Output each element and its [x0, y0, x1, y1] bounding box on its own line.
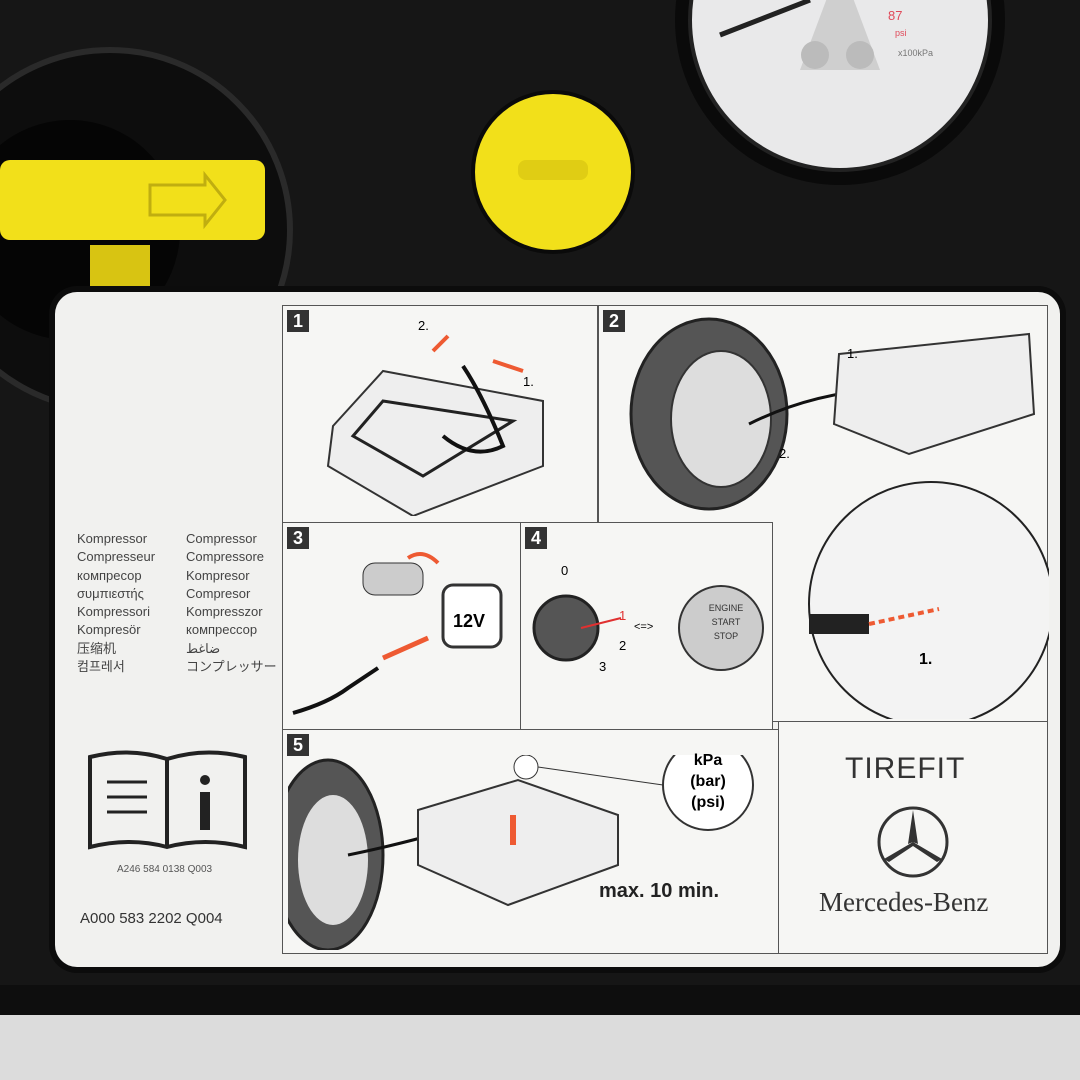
tire-connection-illustration: [629, 317, 1049, 719]
lang-item: ضاغط: [186, 640, 221, 656]
step-4-panel: 4 0 1 2 3 <=> ENGINE START STOP: [520, 522, 773, 730]
power-plug-illustration: [292, 552, 503, 715]
brand-panel: TIREFIT Mercedes-Benz: [778, 721, 1048, 954]
part-number: A000 583 2202 Q004: [80, 910, 223, 927]
unit: kPa: [693, 752, 723, 769]
language-list-left: Kompressor Compresseur компресор συμπιεσ…: [77, 530, 155, 676]
lang-item: компрессор: [186, 622, 258, 638]
manual-info-icon: [88, 750, 247, 850]
ignition-illustration: [532, 585, 764, 671]
gauge-scale: x100kPa: [898, 48, 934, 58]
pressure-gauge: [675, 0, 1005, 185]
step-number: 4: [525, 527, 547, 549]
callout: 1.: [523, 374, 534, 389]
callout: 1.: [847, 346, 858, 361]
lang-item: Kompressor: [77, 531, 148, 546]
gauge-unit: psi: [895, 28, 907, 38]
lang-item: 컴프레서: [77, 659, 125, 675]
lang-item: компресор: [77, 567, 142, 583]
ignition-position: 1: [619, 608, 627, 623]
step-5-panel: 5 kPa (bar) (psi) max. 10 min.: [282, 729, 779, 954]
ignition-position: 3: [599, 659, 607, 674]
lang-item: Compresseur: [77, 549, 156, 565]
pressure-units: kPa (bar) (psi): [663, 750, 753, 813]
compressor-illustration: [326, 334, 544, 516]
gauge-reading: 87: [888, 8, 903, 23]
lang-item: Kompresszor: [186, 604, 263, 620]
lang-item: Kompresör: [77, 622, 141, 638]
arrow-label: <=>: [634, 621, 654, 633]
button-text: STOP: [713, 631, 739, 641]
unit: (bar): [690, 773, 726, 790]
callout: 2.: [779, 446, 790, 461]
mercedes-star-logo: [877, 806, 949, 878]
voltage-label: 12V: [453, 611, 486, 631]
language-list-right: Compressor Compressore Kompresor Compres…: [186, 530, 277, 676]
unit: (psi): [691, 794, 725, 811]
ignition-position: 0: [561, 563, 569, 578]
lang-item: συμπιεστής: [77, 585, 144, 601]
step-number: 2: [603, 310, 625, 332]
manual-part-number: A246 584 0138 Q003: [117, 864, 213, 875]
callout: 2.: [418, 318, 429, 333]
lang-item: Kompresor: [186, 567, 250, 583]
step-number: 3: [287, 527, 309, 549]
brand-name: Mercedes-Benz: [819, 887, 989, 917]
step-number: 5: [287, 734, 309, 756]
arrow-icon: [148, 170, 227, 230]
button-text: ENGINE: [708, 603, 744, 613]
lang-item: コンプレッサー: [186, 659, 277, 675]
max-duration: max. 10 min.: [599, 880, 720, 902]
lang-item: Compressor: [186, 531, 257, 546]
instruction-label: Kompressor Compresseur компресор συμπιεσ…: [55, 292, 1060, 967]
product-name: TIREFIT: [845, 752, 966, 785]
engine-start-stop-button: ENGINE START STOP: [693, 601, 759, 643]
lang-item: Compresor: [186, 585, 251, 601]
ignition-position: 2: [619, 638, 627, 653]
lang-item: 压缩机: [77, 640, 117, 656]
lang-item: Compressore: [186, 549, 265, 565]
step-number: 1: [287, 310, 309, 332]
callout: 1.: [919, 651, 933, 668]
yellow-handle[interactable]: [0, 160, 265, 240]
step-3-panel: 3 12V: [282, 522, 521, 730]
button-text: START: [711, 617, 741, 627]
inflating-illustration: [288, 755, 754, 950]
step-1-panel: 1 2. 1.: [282, 305, 598, 523]
lang-item: Kompressori: [77, 604, 150, 620]
